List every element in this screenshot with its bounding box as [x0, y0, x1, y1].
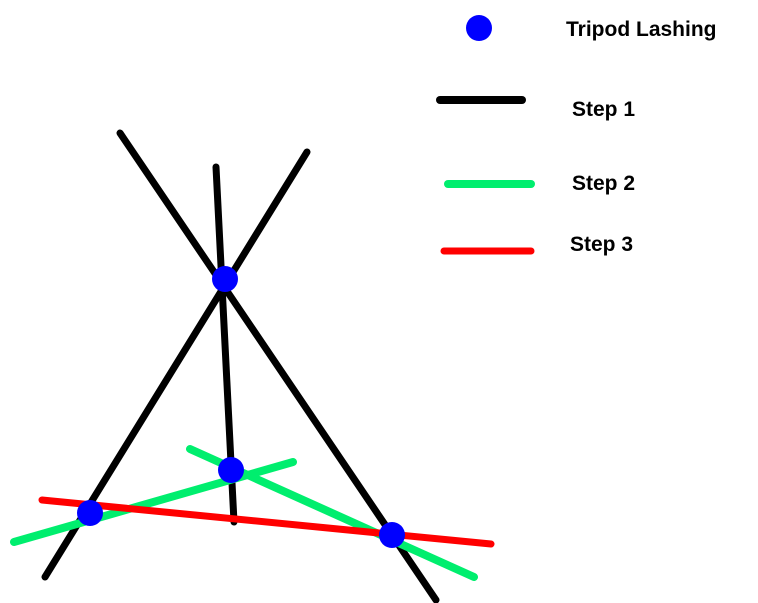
legend-step1-label: Step 1: [572, 98, 635, 121]
lashing-points: [77, 266, 405, 548]
legend-step2-label: Step 2: [572, 172, 635, 195]
pole-right: [116, 129, 440, 603]
lashing-point-top: [212, 266, 238, 292]
legend-lashing-label: Tripod Lashing: [566, 18, 717, 41]
legend: Tripod Lashing Step 1 Step 2 Step 3: [436, 15, 717, 256]
legend-step3-label: Step 3: [570, 233, 633, 256]
lashing-point-right: [379, 522, 405, 548]
lashing-point-left: [77, 500, 103, 526]
lashing-point-middle: [218, 457, 244, 483]
step3-line: [38, 496, 495, 548]
legend-lashing-marker: [466, 15, 492, 41]
